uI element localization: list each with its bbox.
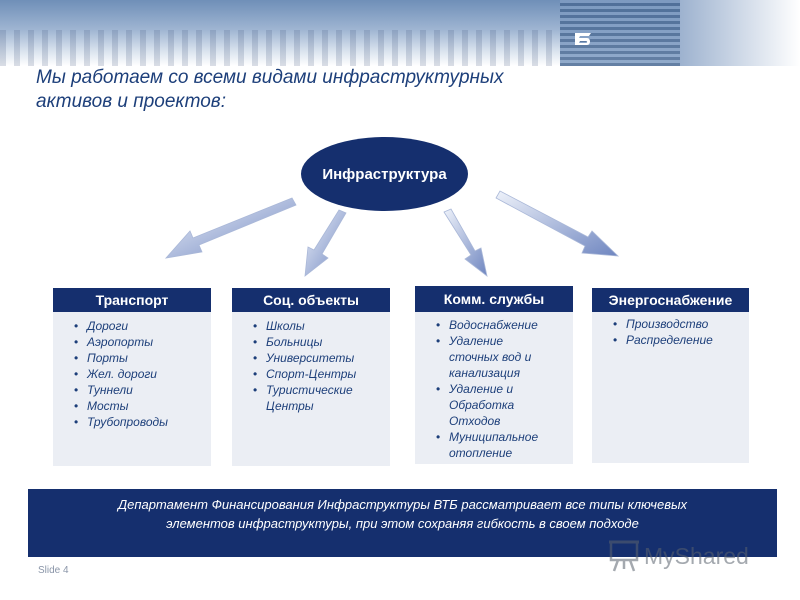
list-item: Мосты xyxy=(74,398,205,414)
banner-line-1: Департамент Финансирования Инфраструктур… xyxy=(117,497,688,512)
list-item: Спорт-Центры xyxy=(253,366,384,382)
category-item-list: Водоснабжение Удаление сточных вод и кан… xyxy=(415,312,573,465)
list-item: Жел. дороги xyxy=(74,366,205,382)
category-heading: Комм. службы xyxy=(415,286,573,312)
arrow-to-transport xyxy=(164,197,297,259)
list-item: Водоснабжение xyxy=(436,317,567,333)
city-skyline-image xyxy=(0,30,560,66)
slide-number: Slide 4 xyxy=(38,565,69,576)
watermark-text: MyShared xyxy=(644,542,749,569)
list-item: Больницы xyxy=(253,334,384,350)
banner-line-2: элементов инфраструктуры, при этом сохра… xyxy=(166,516,639,531)
list-item: Туннели xyxy=(74,382,205,398)
title-line-2: активов и проектов: xyxy=(36,91,226,112)
category-heading: Соц. объекты xyxy=(232,288,390,312)
watermark: MyShared xyxy=(608,538,749,574)
category-item-list: Дороги Аэропорты Порты Жел. дороги Тунне… xyxy=(53,312,211,434)
list-item: Удаление сточных вод и канализация xyxy=(436,333,549,381)
list-item: Аэропорты xyxy=(74,334,205,350)
bank-logo-icon xyxy=(575,33,591,45)
arrow-to-social xyxy=(304,209,347,277)
list-item: Школы xyxy=(253,318,384,334)
list-item: Трубопроводы xyxy=(74,414,205,430)
title-line-1: Мы работаем со всеми видами инфраструкту… xyxy=(36,67,504,88)
category-card-utilities: Комм. службы Водоснабжение Удаление сточ… xyxy=(415,286,573,464)
category-heading: Энергоснабжение xyxy=(592,288,749,312)
category-heading: Транспорт xyxy=(53,288,211,312)
infrastructure-hub: Инфраструктура xyxy=(301,137,468,211)
category-card-social: Соц. объекты Школы Больницы Университеты… xyxy=(232,288,390,466)
presentation-icon xyxy=(609,540,639,572)
page-title: Мы работаем со всеми видами инфраструкту… xyxy=(36,66,636,114)
list-item: Университеты xyxy=(253,350,384,366)
list-item: Туристические Центры xyxy=(253,382,370,414)
list-item: Порты xyxy=(74,350,205,366)
list-item: Распределение xyxy=(613,332,743,348)
category-card-transport: Транспорт Дороги Аэропорты Порты Жел. до… xyxy=(53,288,211,466)
hub-label: Инфраструктура xyxy=(322,165,447,183)
list-item: Удаление и Обработка Отходов xyxy=(436,381,533,429)
arrow-to-energy xyxy=(495,190,620,257)
category-item-list: Производство Распределение xyxy=(592,312,749,352)
header-photo-banner xyxy=(0,0,800,66)
list-item: Дороги xyxy=(74,318,205,334)
summary-banner: Департамент Финансирования Инфраструктур… xyxy=(28,489,777,557)
list-item: Производство xyxy=(613,316,743,332)
list-item: Муниципальное отопление xyxy=(436,429,553,461)
category-card-energy: Энергоснабжение Производство Распределен… xyxy=(592,288,749,463)
arrow-to-utilities xyxy=(443,208,488,277)
category-item-list: Школы Больницы Университеты Спорт-Центры… xyxy=(232,312,390,418)
